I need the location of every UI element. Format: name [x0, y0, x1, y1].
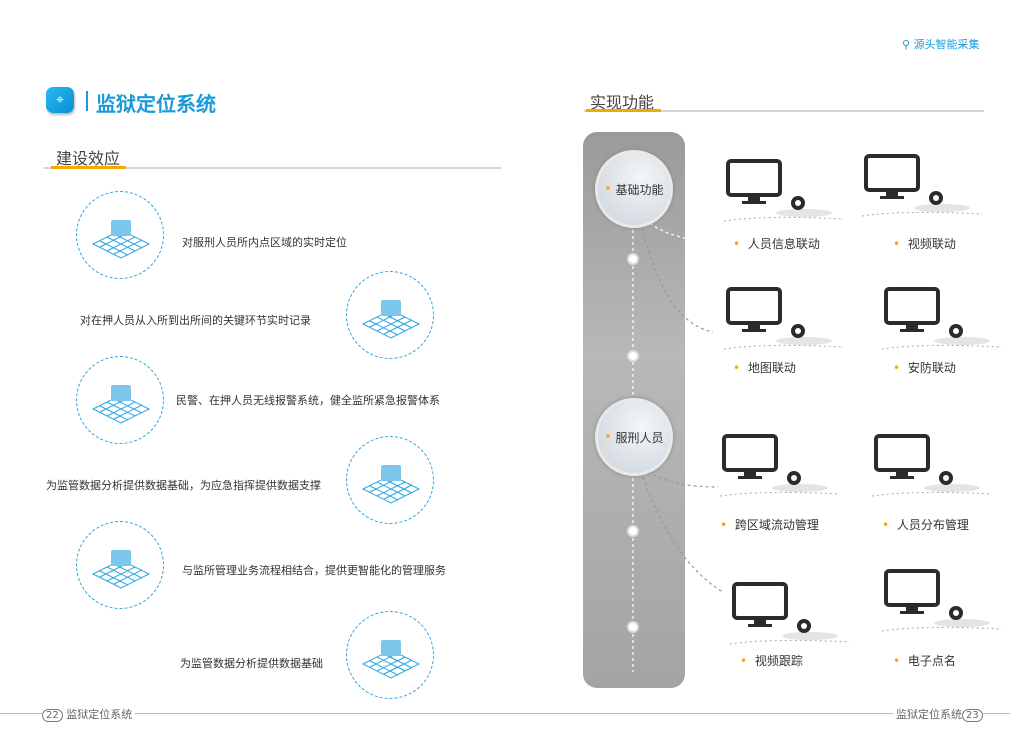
feature-label: • 电子点名 — [893, 654, 956, 668]
effect-item: 为监管数据分析提供数据基础，为应急指挥提供数据支撑 — [46, 479, 321, 492]
camera-tracking-icon — [729, 578, 851, 646]
page-number: 23 — [962, 709, 983, 722]
feature-text: 电子点名 — [907, 654, 956, 668]
feature-label: • 视频跟踪 — [740, 654, 803, 668]
alarm-network-icon — [76, 356, 164, 444]
feature-label: • 视频联动 — [893, 237, 956, 251]
section-rule — [584, 110, 984, 112]
header-tag-text: 源头智能采集 — [913, 38, 980, 51]
footer-label: 监狱定位系统 — [66, 708, 133, 721]
cctv-camera-icon — [861, 150, 983, 218]
section-accent — [586, 109, 661, 112]
feature-label: • 安防联动 — [893, 361, 956, 375]
security-network-icon — [881, 283, 1003, 351]
timeline-node — [627, 350, 639, 362]
profile-monitor-icon — [723, 155, 845, 223]
title-divider — [86, 91, 88, 111]
location-logo-icon: ⌖ — [46, 87, 74, 113]
section-title-functions: 实现功能 — [590, 93, 655, 112]
zone-map-icon — [719, 430, 841, 498]
feature-label: • 人员分布管理 — [882, 518, 969, 532]
effect-item: 对在押人员从入所到出所间的关键环节实时记录 — [80, 314, 311, 327]
distribution-map-icon — [871, 430, 993, 498]
group-label: 服刑人员 — [615, 430, 664, 445]
header-tag: ⚲ 源头智能采集 — [902, 36, 980, 52]
map-monitor-icon — [723, 283, 845, 351]
feature-text: 地图联动 — [747, 361, 796, 375]
page-title: 监狱定位系统 — [96, 92, 216, 116]
section-accent — [51, 166, 126, 169]
database-icon — [346, 436, 434, 524]
roll-call-icon — [881, 565, 1003, 633]
feature-text: 视频跟踪 — [754, 654, 803, 668]
location-pin-icon: ⚲ — [902, 38, 914, 51]
feature-label: • 跨区域流动管理 — [720, 518, 819, 532]
footer-rule — [0, 713, 1010, 714]
section-title-effects: 建设效应 — [56, 149, 121, 168]
people-group-icon — [76, 521, 164, 609]
feature-text: 视频联动 — [907, 237, 956, 251]
monitor-board-icon — [346, 271, 434, 359]
group-basic: •基础功能 — [595, 150, 673, 228]
effect-item: 与监所管理业务流程相结合，提供更智能化的管理服务 — [182, 564, 446, 577]
map-location-icon — [76, 191, 164, 279]
feature-text: 人员信息联动 — [747, 237, 820, 251]
feature-text: 人员分布管理 — [896, 518, 969, 532]
feature-text: 跨区域流动管理 — [734, 518, 819, 532]
page-number: 22 — [42, 709, 63, 722]
section-rule — [44, 167, 501, 169]
analytics-screen-icon — [346, 611, 434, 699]
feature-label: • 人员信息联动 — [733, 237, 820, 251]
footer-left: 22 监狱定位系统 — [42, 706, 136, 722]
footer-label: 监狱定位系统 — [896, 708, 962, 721]
group-label: 基础功能 — [615, 182, 664, 197]
effect-item: 对服刑人员所内点区域的实时定位 — [182, 236, 347, 249]
timeline-node — [627, 525, 639, 537]
feature-label: • 地图联动 — [733, 361, 796, 375]
effect-item: 民警、在押人员无线报警系统，健全监所紧急报警体系 — [176, 394, 440, 407]
group-inmates: •服刑人员 — [595, 398, 673, 476]
timeline-node — [627, 253, 639, 265]
feature-text: 安防联动 — [907, 361, 956, 375]
timeline-node — [627, 621, 639, 633]
effect-item: 为监管数据分析提供数据基础 — [180, 657, 323, 670]
